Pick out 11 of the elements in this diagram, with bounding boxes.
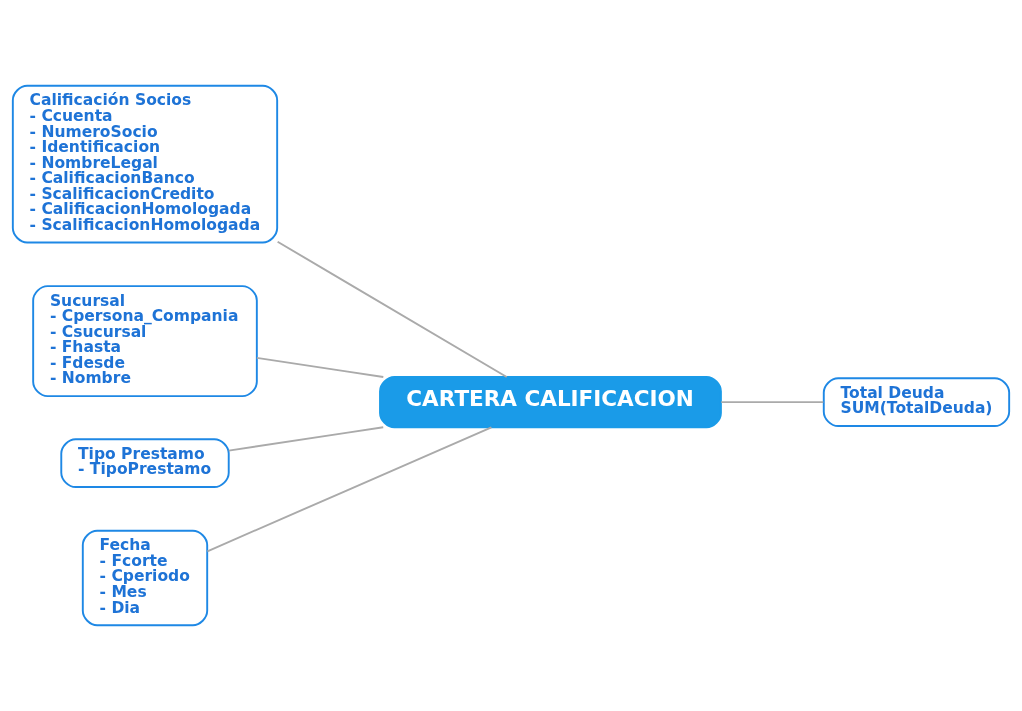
node-box: Total Deuda SUM(TotalDeuda) [822, 377, 1011, 428]
connector [227, 426, 385, 452]
connector [255, 356, 385, 378]
node-box: Fecha - Fcorte - Cperiodo - Mes - Dia [81, 529, 209, 627]
connector [720, 401, 825, 404]
node-box: Calificación Socios - Ccuenta - NumeroSocio - Identificacion - NombreLegal - CalificacionBanco - ScalificacionCredito - CalificacionHomologada - ScalificacionHomologada [11, 84, 279, 244]
node-box: Tipo Prestamo - TipoPrestamo [60, 438, 230, 489]
node-box: Sucursal - Cpersona_Compania - Csucursal - Fhasta - Fdesde - Nombre [32, 285, 258, 398]
connector [276, 240, 508, 378]
connector [206, 426, 493, 553]
node-box: CARTERA CALIFICACION [379, 376, 722, 429]
